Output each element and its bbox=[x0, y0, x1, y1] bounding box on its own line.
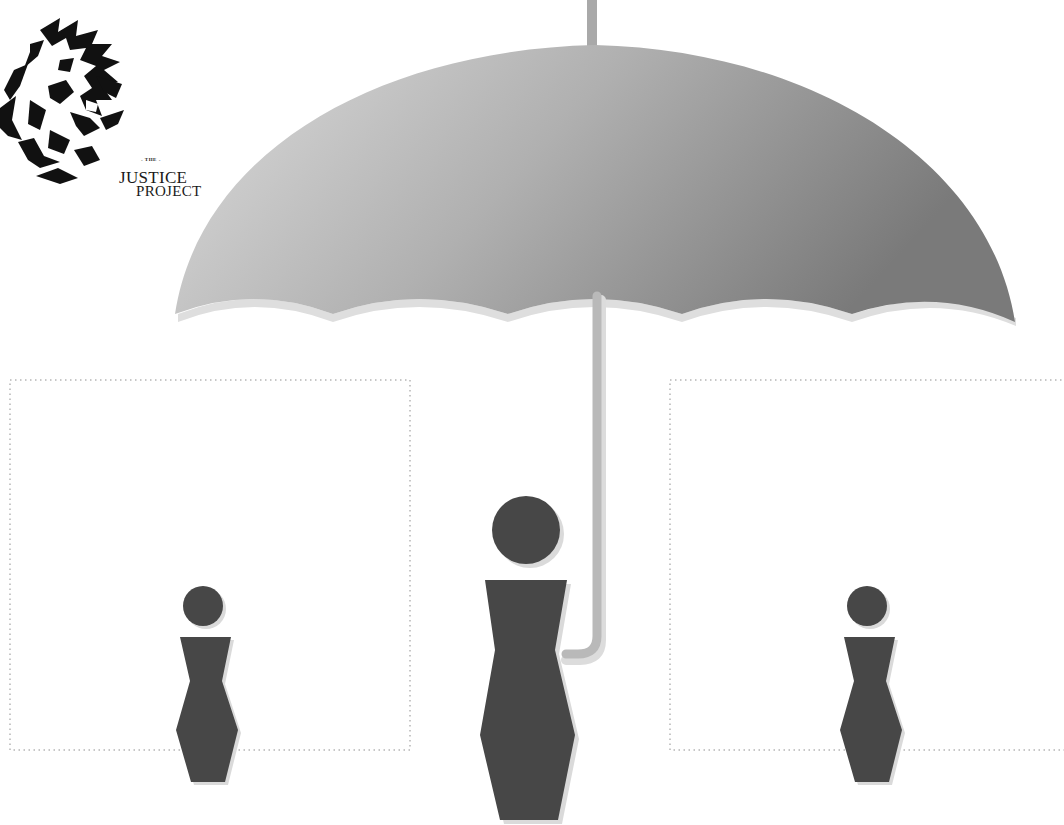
person-figure bbox=[840, 586, 905, 785]
person-figure bbox=[176, 586, 241, 785]
logo-text: - THE - bbox=[141, 157, 161, 162]
umbrella-shaft bbox=[566, 296, 597, 654]
logo-text: PROJECT bbox=[136, 184, 201, 199]
person-figure bbox=[480, 496, 579, 824]
lion-logo bbox=[0, 18, 124, 184]
umbrella-canopy bbox=[175, 45, 1015, 322]
